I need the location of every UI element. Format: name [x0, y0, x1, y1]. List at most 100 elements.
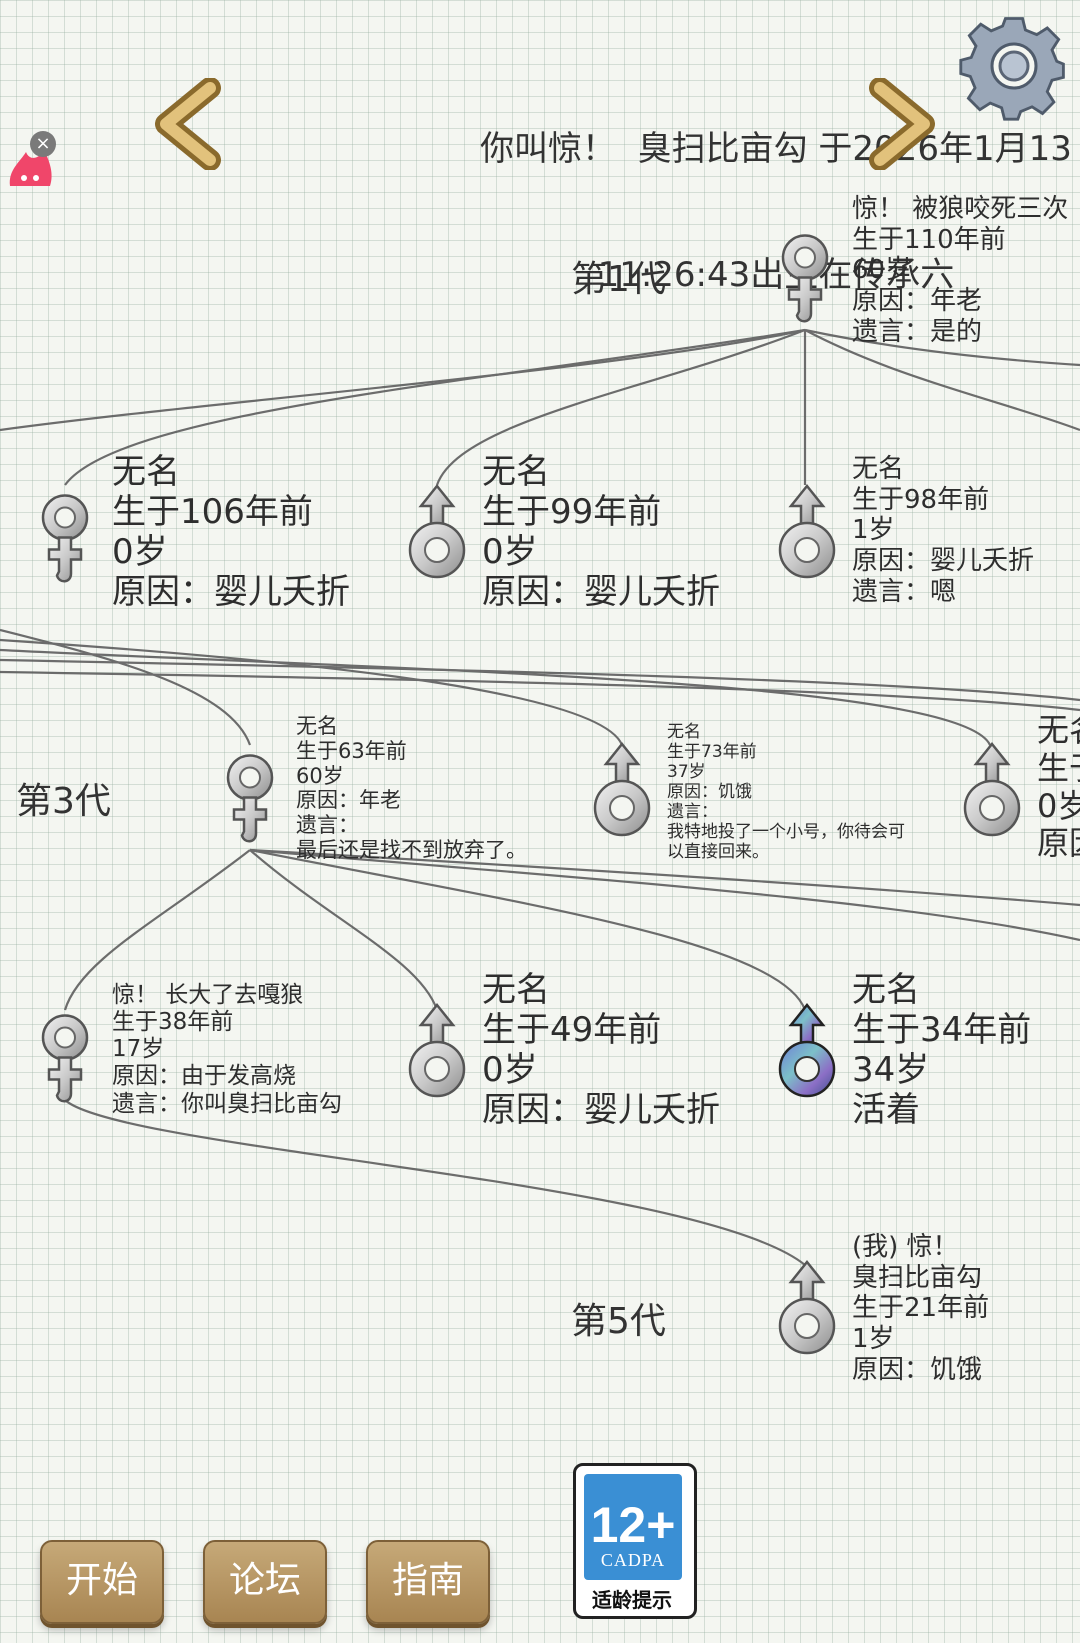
person-name: 无名 [482, 970, 550, 1010]
person-age: 60岁 [296, 763, 344, 788]
gear-icon[interactable] [958, 10, 1070, 122]
person-birth: 生于34年前 [852, 1010, 1032, 1051]
flame-mascot-icon[interactable] [6, 148, 54, 188]
person-info-g3a[interactable]: 无名 生于63年前 60岁 原因：年老 遗言： 最后还是找不到放弃了。 [296, 714, 527, 863]
person-last-words-text: 最后还是找不到放弃了。 [296, 837, 527, 862]
person-name: 无名 [112, 452, 180, 492]
male-icon[interactable] [777, 1260, 837, 1360]
person-info-g3b[interactable]: 无名 生于73年前 37岁 原因：饥饿 遗言： 我特地投了一个小号，你待会可 以… [667, 722, 905, 862]
tree-line [64, 328, 806, 486]
person-birth: 生于106年前 [112, 492, 313, 533]
person-age: 0岁 [482, 1050, 538, 1091]
tree-line [249, 848, 1080, 942]
ad-close-button[interactable]: × [30, 131, 56, 157]
age-rating-panel: 12+ CADPA [584, 1474, 682, 1580]
male-icon[interactable] [592, 742, 652, 842]
person-age: 0岁 [112, 532, 168, 573]
person-info-g4c[interactable]: 无名 生于34年前 34岁 活着 [852, 970, 1031, 1130]
tree-line [249, 848, 1080, 907]
tree-line [435, 328, 806, 486]
person-info-g3c[interactable]: 无名 生于 0岁 原因 [1037, 711, 1080, 863]
person-info-g2c[interactable]: 无名 生于98年前 1岁 原因：婴儿夭折 遗言：嗯 [852, 454, 1034, 607]
person-last-words: 遗言：嗯 [852, 576, 957, 607]
person-cause: 原因：婴儿夭折 [482, 1090, 720, 1131]
person-birth: 生于63年前 [296, 738, 407, 763]
person-age: 1岁 [852, 1324, 895, 1355]
person-cause: 原因：由于发高烧 [112, 1063, 296, 1090]
person-birth: 生于99年前 [482, 492, 662, 533]
person-info-g4a[interactable]: 惊！ 长大了去嘎狼 生于38年前 17岁 原因：由于发高烧 遗言：你叫臭扫比亩勾 [112, 982, 342, 1118]
person-last-words-text: 我特地投了一个小号，你待会可 [667, 822, 905, 843]
person-cause: 原因：婴儿夭折 [112, 572, 350, 613]
tree-line [804, 328, 1080, 367]
person-cause: 原因：饥饿 [667, 782, 752, 803]
tree-line [0, 628, 252, 746]
person-age: 17岁 [112, 1036, 165, 1063]
female-icon[interactable] [775, 225, 835, 330]
person-status: 活着 [852, 1090, 920, 1131]
person-name: 无名 [667, 722, 701, 742]
birth-info-line1: 你叫惊！ 臭扫比亩勾 于2026年1月13 [480, 129, 1072, 169]
person-age: 34岁 [852, 1050, 930, 1091]
person-birth: 生于98年前 [852, 484, 990, 515]
tree-line [0, 648, 991, 746]
person-cause: 原因 [1037, 824, 1080, 863]
person-name: 惊！ 被狼咬死三次 [852, 194, 1069, 224]
person-info-g2b[interactable]: 无名 生于99年前 0岁 原因：婴儿夭折 [482, 452, 720, 612]
person-fullname: 臭扫比亩勾 [852, 1262, 983, 1293]
person-last-words: 遗言： [667, 802, 718, 823]
person-name: 无名 [296, 714, 338, 738]
age-rating-number: 12+ [590, 1497, 676, 1553]
person-birth: 生于21年前 [852, 1293, 990, 1324]
person-name: 无名 [852, 454, 905, 484]
male-icon[interactable] [777, 484, 837, 584]
person-info-g4b[interactable]: 无名 生于49年前 0岁 原因：婴儿夭折 [482, 970, 720, 1130]
person-last-words: 遗言：你叫臭扫比亩勾 [112, 1090, 342, 1117]
person-cause: 原因：饥饿 [852, 1354, 983, 1385]
tree-line [249, 849, 439, 1011]
person-age: 1岁 [852, 515, 895, 546]
male-alive-icon[interactable] [777, 1003, 837, 1103]
birth-info-header: 你叫惊！ 臭扫比亩勾 于2026年1月13 11:26:43出生在传承六 [480, 44, 1072, 338]
person-age: 0岁 [1037, 786, 1080, 825]
chevron-right-icon[interactable] [862, 78, 942, 170]
generation-label: 第5代 [571, 1301, 666, 1342]
person-cause: 原因：婴儿夭折 [852, 546, 1035, 577]
person-cause: 原因：年老 [296, 788, 401, 813]
person-name: 无名 [852, 970, 920, 1010]
tree-line [0, 670, 1080, 712]
forum-button[interactable]: 论坛 [203, 1540, 327, 1624]
male-icon[interactable] [962, 742, 1022, 842]
person-age: 60岁 [852, 255, 912, 286]
birth-info-line2: 11:26:43出生在传承六 [597, 255, 955, 295]
tree-line [804, 329, 1080, 432]
person-cause: 原因：年老 [852, 286, 983, 317]
female-icon[interactable] [220, 745, 280, 850]
female-icon[interactable] [35, 485, 95, 590]
person-last-words-text: 以直接回来。 [667, 842, 769, 863]
person-age: 37岁 [667, 762, 706, 783]
person-info-g1[interactable]: 惊！ 被狼咬死三次 生于110年前 60岁 原因：年老 遗言：是的 [852, 194, 1068, 347]
person-last-words: 遗言： [296, 813, 359, 838]
person-name: 惊！ 长大了去嘎狼 [112, 982, 304, 1008]
person-name: 无名 [482, 452, 550, 492]
guide-button[interactable]: 指南 [366, 1540, 490, 1624]
start-button[interactable]: 开始 [40, 1540, 164, 1624]
person-info-g5a[interactable]: (我) 惊！ 臭扫比亩勾 生于21年前 1岁 原因：饥饿 [852, 1232, 989, 1385]
generation-label: 第3代 [16, 781, 111, 822]
age-rating-tip: 适龄提示 [592, 1588, 672, 1612]
chevron-left-icon[interactable] [148, 78, 228, 170]
female-icon[interactable] [35, 1005, 95, 1110]
tree-line [0, 658, 1080, 702]
person-cause: 原因：婴儿夭折 [482, 572, 720, 613]
generation-label: 第1代 [571, 259, 666, 300]
male-icon[interactable] [407, 1003, 467, 1103]
tree-line [249, 848, 807, 1011]
tree-line [64, 1099, 806, 1266]
age-rating-org: CADPA [600, 1550, 666, 1570]
person-name: (我) 惊！ [852, 1232, 959, 1262]
age-rating-badge: 12+ CADPA 适龄提示 [573, 1463, 697, 1619]
person-info-g2a[interactable]: 无名 生于106年前 0岁 原因：婴儿夭折 [112, 452, 350, 612]
male-icon[interactable] [407, 484, 467, 584]
